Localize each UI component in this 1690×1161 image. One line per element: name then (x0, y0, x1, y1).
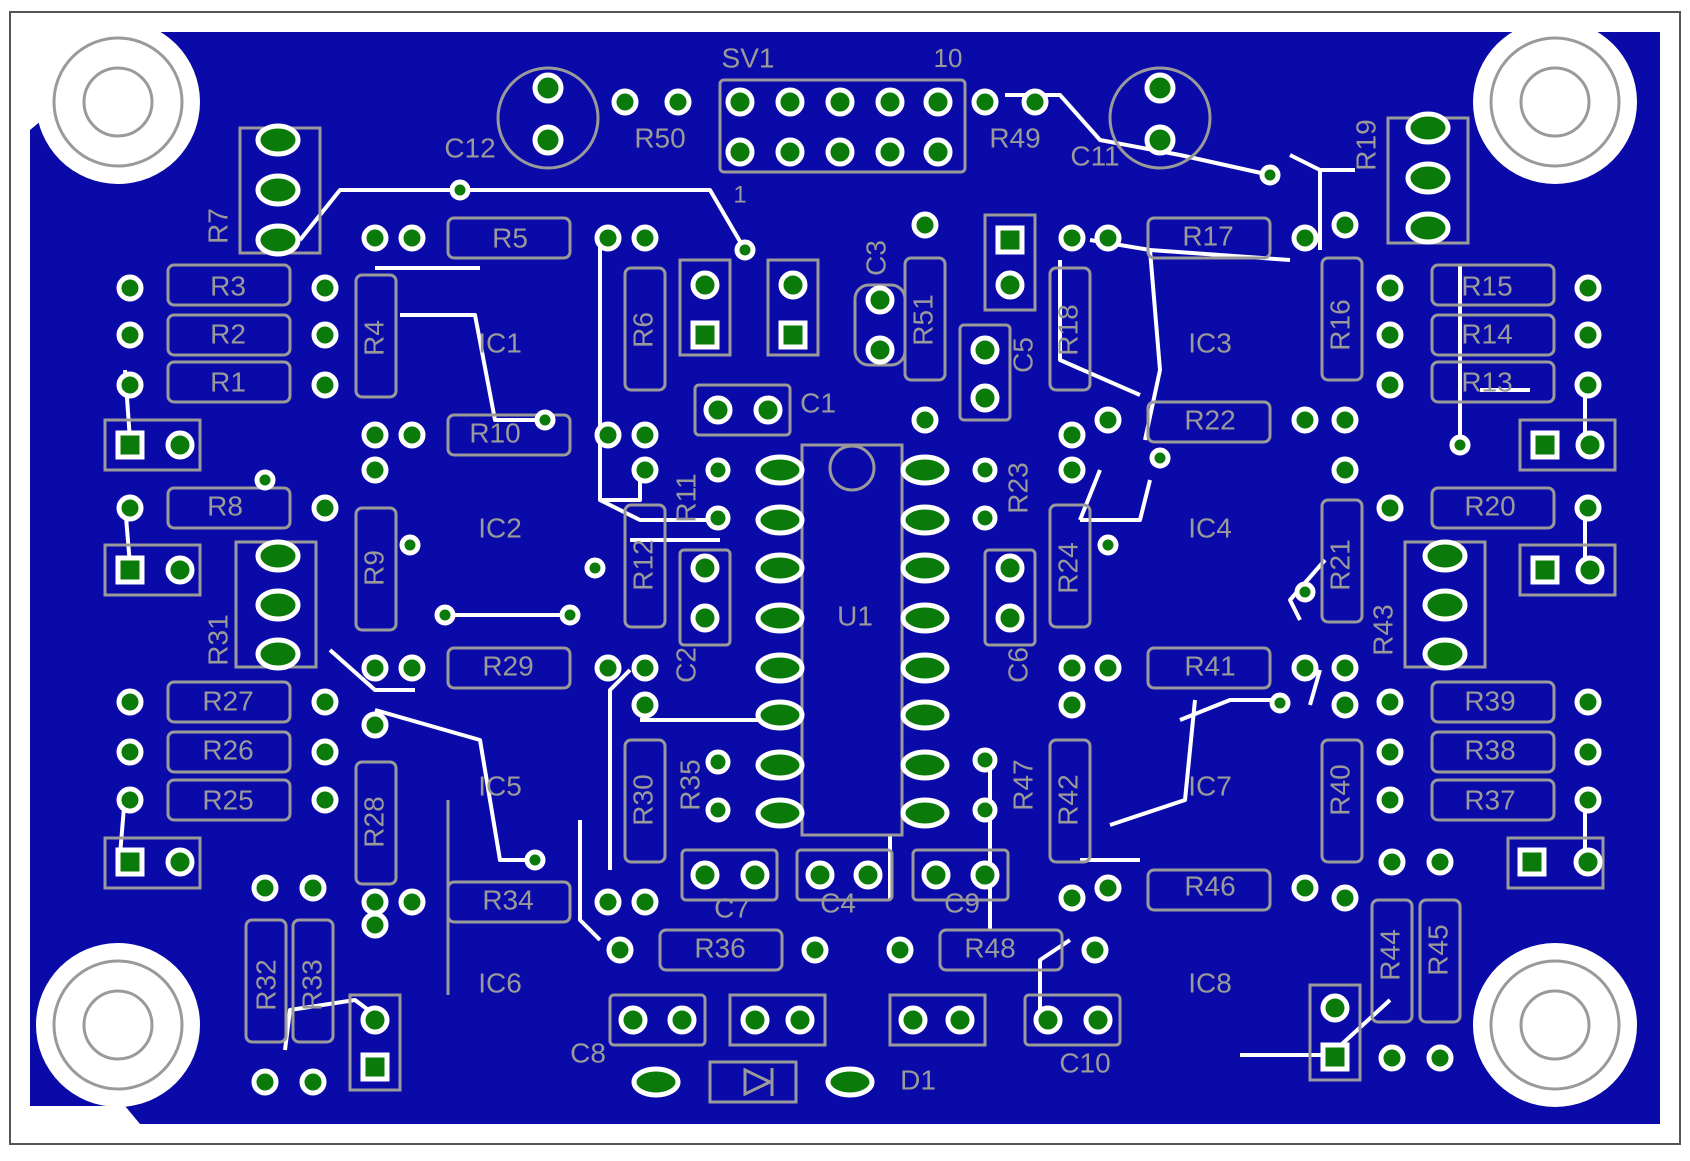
label-r27: R27 (202, 685, 253, 716)
label-c12: C12 (444, 132, 495, 163)
label-sv1: SV1 (722, 42, 775, 73)
label-c8: C8 (570, 1037, 606, 1068)
label-c9: C9 (944, 887, 980, 918)
silkscreen-outlines (103, 66, 1617, 1104)
label-r7: R7 (202, 208, 233, 244)
label-c11: C11 (1070, 140, 1119, 171)
label-r48: R48 (964, 932, 1015, 963)
label-r31: R31 (202, 614, 233, 665)
label-ic8: IC8 (1188, 967, 1232, 998)
label-c4: C4 (820, 887, 856, 918)
label-r4: R4 (358, 320, 389, 356)
label-r24: R24 (1052, 542, 1083, 593)
label-c3: C3 (860, 240, 891, 276)
label-r9: R9 (358, 550, 389, 586)
label-r13: R13 (1461, 366, 1512, 397)
label-ic3: IC3 (1188, 327, 1232, 358)
label-r37: R37 (1464, 784, 1515, 815)
label-r40: R40 (1324, 764, 1355, 815)
label-r11: R11 (670, 473, 701, 522)
label-r23: R23 (1002, 462, 1033, 513)
label-r47: R47 (1007, 759, 1038, 810)
label-r3: R3 (210, 270, 246, 301)
label-ic6: IC6 (478, 967, 522, 998)
label-r49: R49 (989, 122, 1040, 153)
label-pin10: 10 (934, 43, 963, 73)
label-pin1: 1 (733, 181, 746, 208)
mounting-hole-top-right (1473, 20, 1637, 184)
label-r26: R26 (202, 734, 253, 765)
label-c1: C1 (800, 387, 836, 418)
label-c10: C10 (1059, 1047, 1110, 1078)
label-r14: R14 (1461, 318, 1512, 349)
label-r8: R8 (207, 490, 243, 521)
label-r19: R19 (1350, 119, 1381, 170)
label-ic1: IC1 (478, 327, 522, 358)
label-ic2: IC2 (478, 512, 522, 543)
label-r45: R45 (1422, 924, 1453, 975)
label-r34: R34 (482, 884, 533, 915)
label-r38: R38 (1464, 734, 1515, 765)
mounting-hole-top-left (36, 20, 200, 184)
label-r32: R32 (250, 959, 281, 1010)
label-r20: R20 (1464, 490, 1515, 521)
label-r12: R12 (627, 539, 658, 590)
label-c2: C2 (670, 647, 701, 683)
label-r21: R21 (1324, 539, 1355, 590)
label-r15: R15 (1461, 270, 1512, 301)
label-r51: R51 (907, 294, 938, 345)
label-r28: R28 (358, 796, 389, 847)
label-r6: R6 (627, 312, 658, 348)
label-d1: D1 (900, 1064, 936, 1095)
label-r36: R36 (694, 932, 745, 963)
diode-symbol (743, 1067, 774, 1097)
mounting-hole-bottom-right (1473, 943, 1637, 1107)
label-u1: U1 (837, 600, 873, 631)
label-r43: R43 (1367, 604, 1398, 655)
label-r22: R22 (1184, 404, 1235, 435)
label-r25: R25 (202, 784, 253, 815)
label-r39: R39 (1464, 685, 1515, 716)
label-c7: C7 (714, 892, 750, 923)
label-r16: R16 (1324, 299, 1355, 350)
label-r35: R35 (674, 759, 705, 810)
label-ic5: IC5 (478, 770, 522, 801)
label-r2: R2 (210, 318, 246, 349)
label-ic7: IC7 (1188, 770, 1232, 801)
silkscreen-labels: SV1 1 10 C12 C11 R50 R49 R7 R19 R5 R17 R… (202, 42, 1515, 1095)
mounting-hole-bottom-left (36, 943, 200, 1107)
pads (115, 72, 1605, 1098)
label-r1: R1 (210, 366, 246, 397)
label-r29: R29 (482, 650, 533, 681)
label-r42: R42 (1052, 774, 1083, 825)
label-r33: R33 (296, 959, 327, 1010)
label-r10: R10 (469, 417, 520, 448)
label-r30: R30 (627, 774, 658, 825)
label-r46: R46 (1184, 870, 1235, 901)
label-r50: R50 (634, 122, 685, 153)
label-c6: C6 (1002, 647, 1033, 683)
label-ic4: IC4 (1188, 512, 1232, 543)
label-c5: C5 (1007, 337, 1038, 373)
label-r5: R5 (492, 222, 528, 253)
label-r41: R41 (1184, 650, 1235, 681)
label-r44: R44 (1374, 929, 1405, 980)
label-r17: R17 (1182, 220, 1233, 251)
label-r18: R18 (1052, 304, 1083, 355)
